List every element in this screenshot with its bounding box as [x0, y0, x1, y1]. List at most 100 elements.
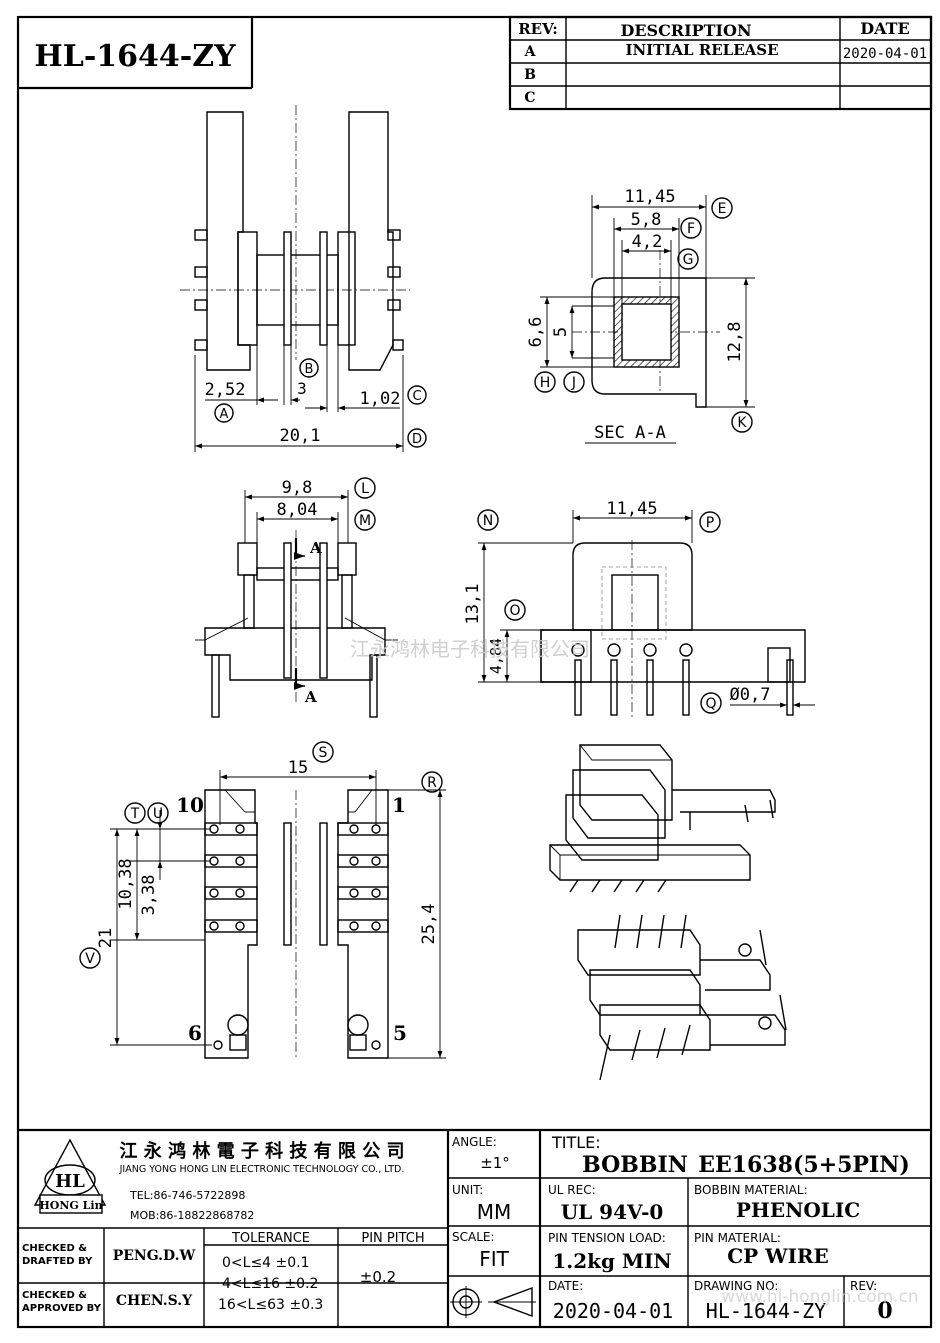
end-dim-8-04: 8,04	[277, 500, 318, 520]
isometric-view-bottom	[577, 914, 787, 1081]
callout-l: L	[354, 477, 376, 499]
svg-text:HL: HL	[55, 1171, 85, 1192]
side-dim-20-1: 20,1	[280, 426, 321, 446]
title-value-model: EE1638(5+5PIN)	[698, 1152, 910, 1178]
ul-value: UL 94V-0	[561, 1200, 664, 1224]
unit-value: MM	[477, 1200, 512, 1224]
checked-drafted-value: PENG.D.W	[113, 1248, 196, 1264]
rev-label: REV:	[850, 1279, 877, 1293]
bobbin-material-label: BOBBIN MATERIAL:	[694, 1183, 808, 1197]
title-value-bobbin: BOBBIN	[582, 1152, 688, 1178]
svg-text:M: M	[359, 513, 371, 529]
rev-row-a-description: INITIAL RELEASE	[625, 41, 778, 59]
pin-number-1: 1	[392, 793, 406, 817]
tolerance-row-2: 4<L≤16 ±0.2	[222, 1276, 318, 1292]
callout-u: U	[147, 802, 169, 824]
svg-text:P: P	[706, 515, 714, 531]
side-dim-1-02: 1,02	[360, 389, 401, 409]
callout-r: R	[421, 771, 443, 793]
scale-label: SCALE:	[452, 1230, 495, 1244]
part-number-box: HL-1644-ZY	[18, 17, 254, 90]
pin-tension-value: 1.2kg MIN	[552, 1249, 671, 1273]
watermark-text: 江永鸿林电子科技有限公司	[350, 637, 590, 661]
isometric-view-top	[549, 744, 776, 893]
svg-text:F: F	[687, 221, 695, 237]
front-dim-13-1: 13,1	[463, 584, 483, 625]
svg-text:D: D	[412, 432, 422, 447]
pin-number-10: 10	[176, 793, 204, 817]
url-watermark: www.hl-honglin.com.cn	[721, 1287, 918, 1307]
company-name-en: JIANG YONG HONG LIN ELECTRONIC TECHNOLOG…	[119, 1164, 405, 1175]
side-view: 2,52 3 1,02 20,1 A B C D	[180, 105, 427, 452]
pin-number-5: 5	[393, 1021, 407, 1045]
section-label: SEC A-A	[594, 423, 666, 443]
tolerance-row-3: 16<L≤63 ±0.3	[218, 1297, 323, 1313]
section-mark-bottom: A	[304, 688, 317, 706]
rev-row-a: A	[524, 44, 537, 60]
date-label: DATE:	[548, 1279, 583, 1293]
drawing-no-value: HL-1644-ZY	[706, 1299, 826, 1323]
rev-header: REV:	[518, 20, 558, 38]
sec-dim-6-6: 6,6	[526, 317, 546, 348]
callout-a: A	[214, 403, 234, 423]
svg-text:V: V	[85, 951, 95, 967]
checked-approved-value: CHEN.S.Y	[116, 1293, 193, 1309]
side-dim-2-52: 2,52	[205, 380, 246, 400]
callout-q: Q	[700, 692, 722, 714]
tolerance-row-1: 0<L≤4 ±0.1	[222, 1255, 310, 1271]
callout-g: G	[677, 248, 699, 270]
callout-t: T	[124, 802, 146, 824]
callout-e: E	[711, 197, 733, 219]
section-mark-top: A	[309, 539, 322, 557]
bottom-dim-25-4: 25,4	[419, 904, 439, 945]
section-view: 11,45 5,8 4,2 6,6 5 12,8 E F G H J	[526, 187, 755, 444]
svg-text:H: H	[540, 375, 551, 391]
callout-c: C	[407, 385, 427, 405]
pin-material-value: CP WIRE	[727, 1244, 829, 1268]
description-header: DESCRIPTION	[620, 21, 751, 40]
bottom-dim-15: 15	[288, 758, 308, 778]
pin-tension-label: PIN TENSION LOAD:	[548, 1231, 666, 1245]
svg-text:S: S	[319, 745, 328, 761]
svg-text:E: E	[718, 201, 727, 217]
sheet-border	[16, 15, 933, 1329]
pin-pitch-label: PIN PITCH	[361, 1231, 424, 1246]
front-view: 11,45 13,1 4,84 Ø0,7 N O P Q	[463, 499, 815, 720]
callout-j: J	[563, 371, 585, 393]
pin-number-6: 6	[188, 1021, 202, 1045]
company-logo: HL HONG Lin	[33, 1138, 107, 1214]
svg-text:J: J	[571, 375, 576, 391]
checked-drafted-label-1: CHECKED &	[22, 1243, 87, 1254]
bottom-dim-3-38: 3,38	[139, 875, 159, 916]
rev-value: 0	[877, 1298, 892, 1324]
rev-row-b: B	[524, 67, 536, 83]
svg-text:A: A	[220, 407, 229, 422]
bottom-dim-10-38: 10,38	[116, 858, 136, 909]
callout-p: P	[699, 511, 721, 533]
svg-text:K: K	[737, 415, 747, 431]
tolerance-label: TOLERANCE	[231, 1231, 310, 1246]
pin-pitch-value: ±0.2	[360, 1268, 396, 1286]
svg-text:R: R	[427, 775, 437, 791]
sec-dim-5-8: 5,8	[631, 210, 662, 230]
angle-value: ±1°	[480, 1154, 510, 1172]
callout-o: O	[504, 599, 526, 621]
end-dim-9-8: 9,8	[282, 478, 313, 498]
callout-b: B	[299, 358, 319, 378]
company-name-cn: 江 永 鸿 林 電 子 科 技 有 限 公 司	[120, 1140, 405, 1162]
callout-d: D	[407, 428, 427, 448]
callout-f: F	[680, 217, 702, 239]
company-tel: TEL:86-746-5722898	[129, 1189, 245, 1202]
svg-text:G: G	[683, 252, 694, 268]
date-value: 2020-04-01	[553, 1299, 673, 1323]
company-mob: MOB:86-18822868782	[130, 1209, 254, 1222]
front-dim-4-84: 4,84	[487, 638, 505, 674]
sec-dim-5: 5	[551, 327, 571, 337]
callout-s: S	[312, 741, 334, 763]
front-dim-11-45: 11,45	[606, 499, 657, 519]
date-header: DATE	[860, 19, 910, 38]
checked-drafted-label-2: DRAFTED BY	[22, 1256, 93, 1267]
svg-text:C: C	[412, 389, 421, 404]
bottom-dim-21: 21	[96, 928, 116, 948]
